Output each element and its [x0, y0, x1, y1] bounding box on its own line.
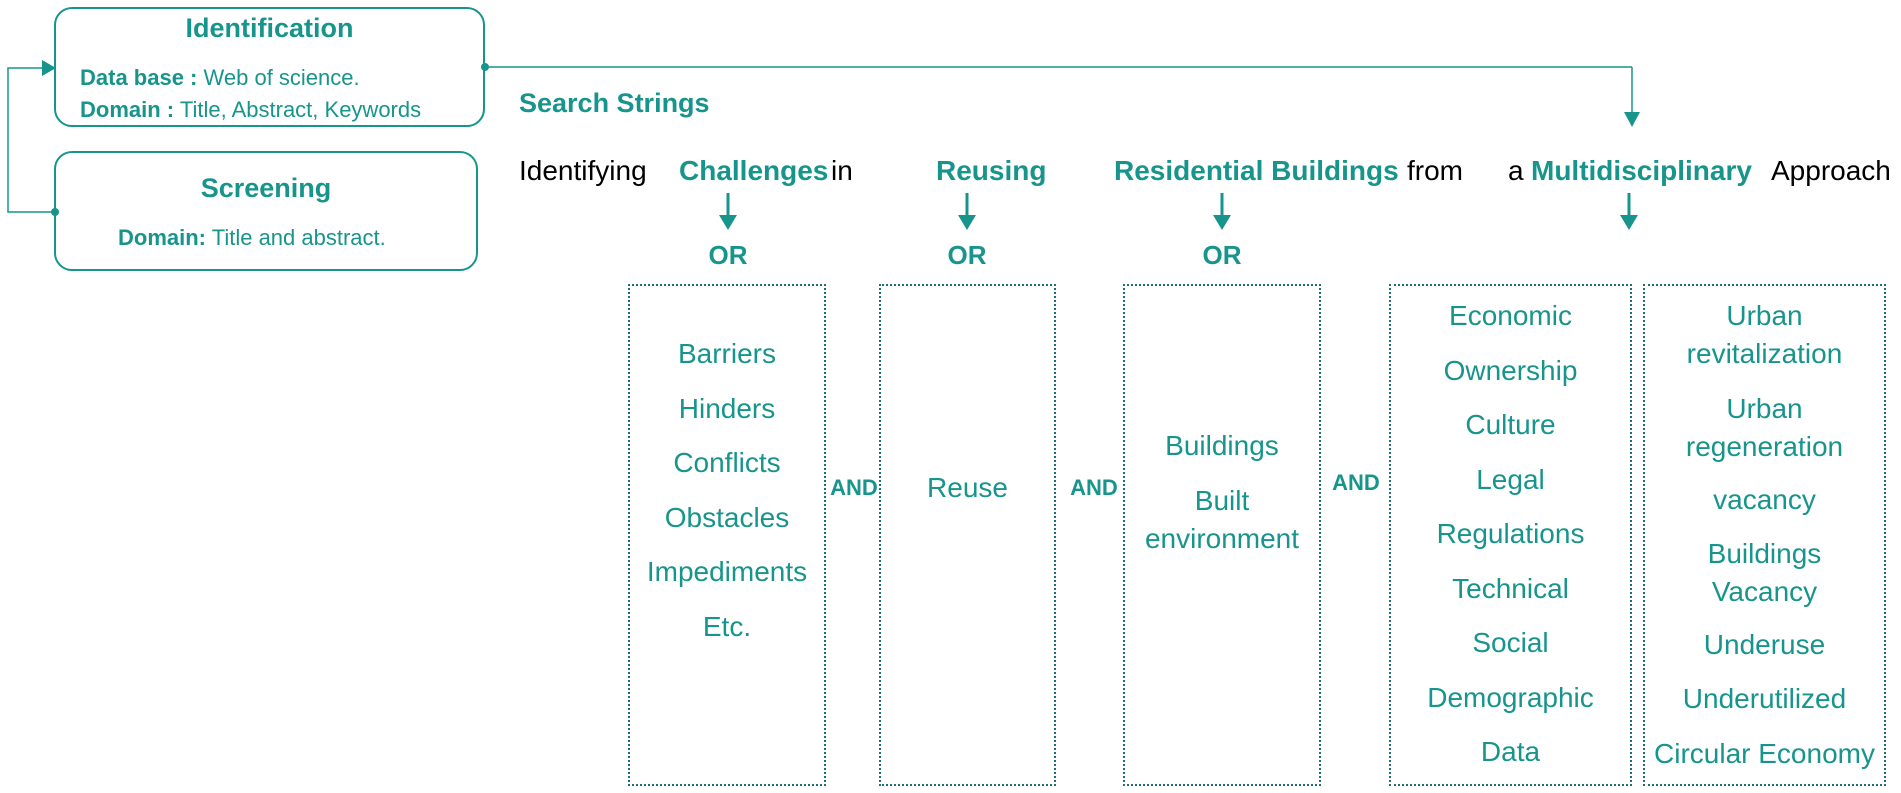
term: Built environment — [1144, 485, 1300, 554]
word-approach: Approach — [1771, 155, 1891, 186]
or-label-challenges: OR — [708, 240, 748, 270]
term: Urban revitalization — [1686, 300, 1843, 369]
term: Obstacles — [664, 502, 790, 533]
or-label-reusing: OR — [947, 240, 987, 270]
screening-box: Screening Domain: Title and abstract. — [54, 151, 478, 271]
identification-box: Identification Data base : Web of scienc… — [54, 7, 485, 127]
term: Buildings — [1165, 430, 1279, 461]
term-group-challenges: Barriers Hinders Conflicts Obstacles Imp… — [628, 284, 826, 786]
term-group-reusing: Reuse — [879, 284, 1056, 786]
term-group-multidisciplinary: Economic Ownership Culture Legal Regulat… — [1389, 284, 1632, 786]
term: Economic — [1449, 300, 1572, 331]
term: Etc. — [702, 611, 752, 642]
and-label-1: AND — [830, 475, 878, 500]
term: Data — [1480, 736, 1541, 767]
term: Culture — [1465, 409, 1556, 440]
keyword-challenges: Challenges — [679, 155, 829, 186]
keyword-multidisciplinary: Multidisciplinary — [1531, 155, 1752, 186]
database-label: Data base : — [80, 65, 198, 90]
term: Legal — [1476, 464, 1545, 495]
or-label-residential: OR — [1202, 240, 1242, 270]
search-strings-heading: Search Strings — [519, 88, 710, 118]
screening-domain-value: Title and abstract. — [206, 225, 386, 250]
term: Circular Economy — [1654, 738, 1875, 769]
loop-arrowhead — [42, 60, 56, 76]
term: Social — [1472, 627, 1549, 658]
down-arrows — [719, 193, 1638, 230]
term: Ownership — [1443, 355, 1578, 386]
term: Urban regeneration — [1685, 393, 1844, 462]
word-identifying: Identifying — [519, 155, 647, 186]
database-line: Data base : Web of science. — [80, 65, 360, 91]
identification-domain-line: Domain : Title, Abstract, Keywords — [80, 97, 421, 123]
identification-domain-value: Title, Abstract, Keywords — [174, 97, 422, 122]
and-label-2: AND — [1070, 475, 1118, 500]
identification-domain-label: Domain : — [80, 97, 175, 122]
term-group-approach: Urban revitalization Urban regeneration … — [1643, 284, 1886, 786]
loop-connector — [7, 67, 55, 213]
term: Underutilized — [1682, 683, 1847, 714]
screening-domain-label: Domain: — [118, 225, 206, 250]
screening-domain-line: Domain: Title and abstract. — [118, 225, 386, 251]
term: Underuse — [1703, 629, 1826, 660]
database-value: Web of science. — [197, 65, 360, 90]
term: Regulations — [1436, 518, 1585, 549]
word-from: from — [1407, 155, 1463, 186]
term: Reuse — [927, 472, 1008, 503]
term-group-residential-buildings: Buildings Built environment — [1123, 284, 1321, 786]
term: Impediments — [646, 556, 808, 587]
term: Barriers — [677, 338, 776, 369]
word-a: a — [1508, 155, 1524, 186]
keyword-residential-buildings: Residential Buildings — [1114, 155, 1399, 186]
ident-arrowhead — [1624, 112, 1640, 127]
screening-title: Screening — [200, 173, 332, 203]
identification-title: Identification — [185, 13, 354, 43]
term: vacancy — [1713, 484, 1816, 515]
term: Buildings Vacancy — [1707, 538, 1822, 607]
keyword-reusing: Reusing — [936, 155, 1047, 186]
term: Demographic — [1427, 682, 1594, 713]
term: Hinders — [678, 393, 776, 424]
word-in: in — [831, 155, 853, 186]
term: Conflicts — [673, 447, 781, 478]
and-label-3: AND — [1332, 470, 1380, 495]
term: Technical — [1452, 573, 1569, 604]
